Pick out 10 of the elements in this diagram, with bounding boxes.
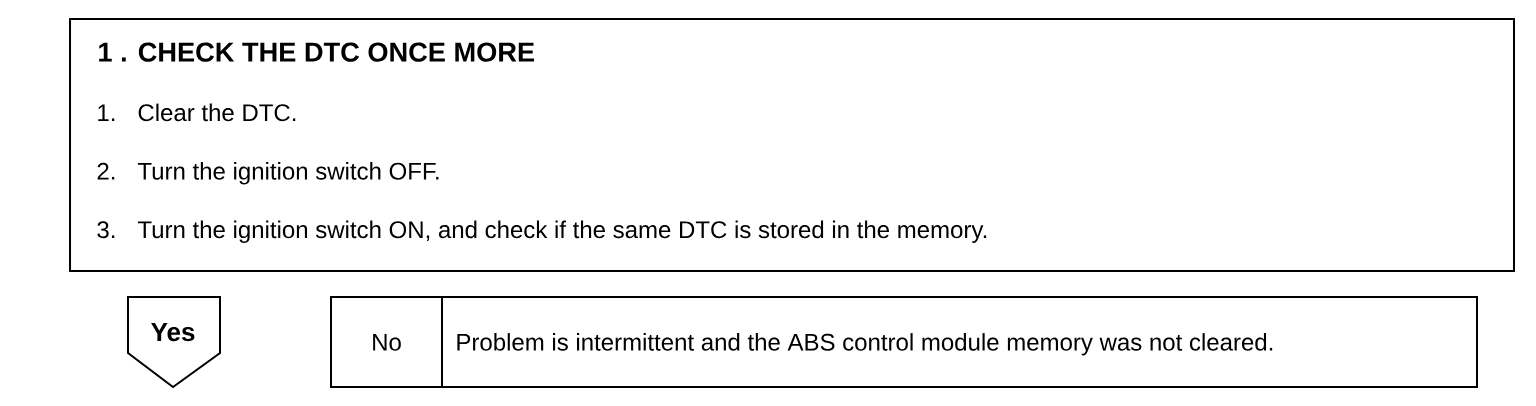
answer-label: No bbox=[373, 334, 401, 351]
step-number: 3. bbox=[97, 221, 115, 239]
step-text: Turn the ignition switch OFF. bbox=[137, 162, 439, 185]
result-text: Problem is intermittent and the ABS control module memory was not cleared. bbox=[457, 333, 1273, 356]
step-number: 1. bbox=[98, 104, 115, 121]
step-number: 2. bbox=[97, 162, 115, 180]
step-heading: 1 . CHECK THE DTC ONCE MORE bbox=[99, 42, 535, 62]
down-arrow-box: Yes bbox=[127, 296, 221, 389]
step-text: Turn the ignition switch ON, and check if the same DTC is stored in the memory. bbox=[137, 220, 987, 243]
step-text: Clear the DTC. bbox=[138, 103, 296, 122]
